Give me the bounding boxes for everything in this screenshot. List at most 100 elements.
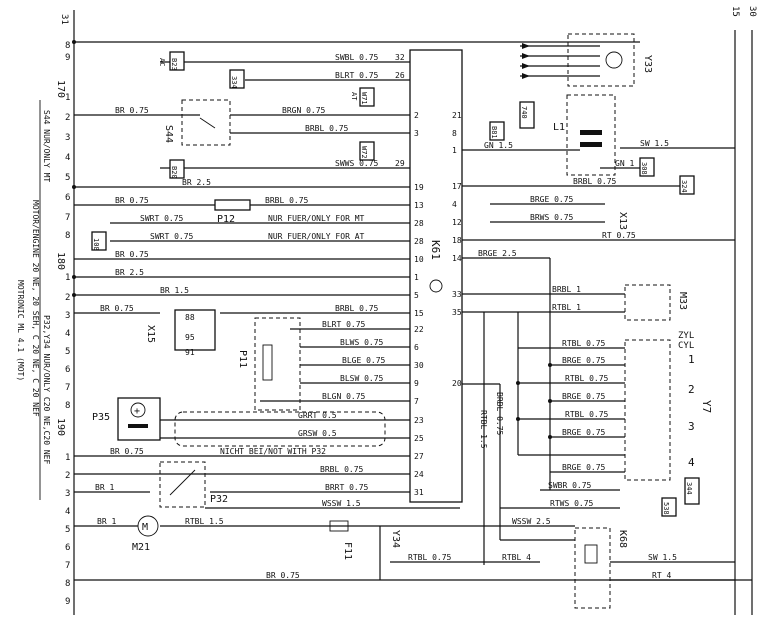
- svg-text:BRGE 0.75: BRGE 0.75: [562, 428, 606, 437]
- ecu-k61-box: [409, 49, 463, 503]
- svg-text:1: 1: [452, 146, 457, 155]
- svg-text:NUR FUER/ONLY FOR MT: NUR FUER/ONLY FOR MT: [268, 214, 365, 223]
- left-pin-180: 180: [55, 252, 66, 270]
- svg-text:M: M: [142, 522, 148, 533]
- svg-text:BR 0.75: BR 0.75: [100, 304, 134, 313]
- svg-text:NICHT BEI/NOT WITH P32: NICHT BEI/NOT WITH P32: [220, 447, 326, 456]
- svg-text:22: 22: [414, 325, 424, 334]
- svg-text:3: 3: [414, 129, 419, 138]
- svg-text:Y7: Y7: [700, 400, 713, 413]
- svg-text:BRWS 0.75: BRWS 0.75: [530, 213, 574, 222]
- svg-text:BRGE 0.75: BRGE 0.75: [562, 356, 606, 365]
- svg-text:2: 2: [688, 383, 695, 396]
- left-pin-170: 170: [55, 80, 66, 98]
- svg-text:F11: F11: [342, 542, 353, 560]
- svg-text:WSSW 1.5: WSSW 1.5: [322, 499, 361, 508]
- svg-text:BR 2.5: BR 2.5: [182, 178, 211, 187]
- svg-text:91: 91: [185, 348, 195, 357]
- svg-text:M21: M21: [132, 542, 150, 553]
- svg-text:L1: L1: [553, 122, 565, 133]
- left-pin-numbers: 8 9 1 2 3 4 5 6 7 8 1 2 3 4 5 6 7 8 1 2 …: [65, 41, 70, 607]
- svg-text:1: 1: [688, 353, 695, 366]
- svg-text:BRBL 0.75: BRBL 0.75: [265, 196, 309, 205]
- svg-text:GRSW 0.5: GRSW 0.5: [298, 429, 337, 438]
- svg-text:RTBL 1: RTBL 1: [552, 303, 581, 312]
- svg-text:5: 5: [414, 291, 419, 300]
- svg-text:25: 25: [414, 434, 424, 443]
- code-labels: B23 334 W71 W72 B20 108 740 B81 308 324 …: [91, 51, 700, 517]
- svg-text:BLGE 0.75: BLGE 0.75: [342, 356, 386, 365]
- svg-text:BRRT 0.75: BRRT 0.75: [325, 483, 369, 492]
- connector-ticks: [72, 40, 552, 439]
- svg-text:24: 24: [414, 470, 424, 479]
- svg-text:M33: M33: [677, 292, 688, 310]
- svg-text:BLWS 0.75: BLWS 0.75: [340, 338, 384, 347]
- svg-text:SWRT 0.75: SWRT 0.75: [140, 214, 184, 223]
- left-pin: 5: [65, 347, 70, 357]
- svg-text:BLGN 0.75: BLGN 0.75: [322, 392, 366, 401]
- svg-text:28: 28: [414, 237, 424, 246]
- svg-text:108: 108: [92, 238, 100, 251]
- svg-text:RT 0.75: RT 0.75: [602, 231, 636, 240]
- left-pin: 6: [65, 193, 70, 203]
- l1-ignition-coil: L1: [553, 94, 616, 176]
- left-pin: 2: [65, 113, 70, 123]
- p11-component: P11: [237, 317, 301, 411]
- shield-cable: [174, 411, 386, 447]
- svg-text:4: 4: [688, 456, 695, 469]
- svg-text:X15: X15: [145, 325, 156, 343]
- svg-text:Y34: Y34: [390, 530, 401, 548]
- svg-text:SWRT 0.75: SWRT 0.75: [150, 232, 194, 241]
- svg-text:308: 308: [640, 162, 648, 175]
- svg-text:BLSW 0.75: BLSW 0.75: [340, 374, 384, 383]
- top-wires: SWBL 0.75 32 BLRT 0.75 26 SWWS 0.75 29: [160, 53, 410, 169]
- svg-text:21: 21: [452, 111, 462, 120]
- p35-component: + P35: [92, 397, 161, 441]
- svg-text:RTBL 0.75: RTBL 0.75: [565, 374, 609, 383]
- left-pin: 8: [65, 41, 70, 51]
- left-pin: 1: [65, 453, 70, 463]
- svg-text:RTBL 0.75: RTBL 0.75: [565, 410, 609, 419]
- svg-text:SW 1.5: SW 1.5: [648, 553, 677, 562]
- left-pin: 8: [65, 401, 70, 411]
- left-pin: 9: [65, 597, 70, 607]
- side-label-p32: P32,Y34 NUR/ONLY C20 NE,C20 NEF: [42, 315, 51, 464]
- side-label-s44: S44 NUR/ONLY MT: [42, 110, 51, 182]
- svg-text:SWBR 0.75: SWBR 0.75: [548, 481, 592, 490]
- svg-text:K68: K68: [617, 530, 628, 548]
- svg-text:SWBL 0.75: SWBL 0.75: [335, 53, 379, 62]
- svg-text:324: 324: [680, 180, 688, 193]
- svg-text:WSSW 2.5: WSSW 2.5: [512, 517, 551, 526]
- svg-text:18: 18: [452, 236, 462, 245]
- m21-motor: M M21: [132, 515, 159, 553]
- svg-text:33: 33: [452, 290, 462, 299]
- left-pin: 3: [65, 489, 70, 499]
- svg-text:BRBL 0.75: BRBL 0.75: [573, 177, 617, 186]
- svg-text:740: 740: [520, 106, 528, 119]
- left-pin: 4: [65, 329, 70, 339]
- svg-text:30: 30: [414, 361, 424, 370]
- x13-label: X13: [617, 212, 628, 230]
- svg-text:8: 8: [452, 129, 457, 138]
- y34-valve: Y34: [379, 526, 401, 580]
- svg-text:20: 20: [452, 379, 462, 388]
- left-pin: 8: [65, 231, 70, 241]
- rail-31-label: 31: [59, 14, 69, 25]
- svg-text:BRBL 0.75: BRBL 0.75: [495, 392, 504, 436]
- svg-text:+: +: [134, 406, 140, 417]
- p32-component: P32: [159, 461, 228, 508]
- left-wire-group: BR 0.75 BRGN 0.75 BRBL 0.75 BR 2.5 BR 0.…: [74, 106, 735, 581]
- svg-text:BR 2.5: BR 2.5: [115, 268, 144, 277]
- svg-text:CYL: CYL: [678, 341, 694, 351]
- svg-text:BR 0.75: BR 0.75: [110, 447, 144, 456]
- svg-text:31: 31: [414, 488, 424, 497]
- left-pin: 7: [65, 561, 70, 571]
- svg-text:88: 88: [185, 313, 195, 322]
- svg-text:BR 0.75: BR 0.75: [266, 571, 300, 580]
- y7-injectors: ZYL CYL 1 2 3 4 Y7: [624, 331, 713, 481]
- left-pin: 1: [65, 93, 70, 103]
- svg-text:BR 0.75: BR 0.75: [115, 106, 149, 115]
- svg-text:17: 17: [452, 182, 462, 191]
- svg-text:35: 35: [452, 308, 462, 317]
